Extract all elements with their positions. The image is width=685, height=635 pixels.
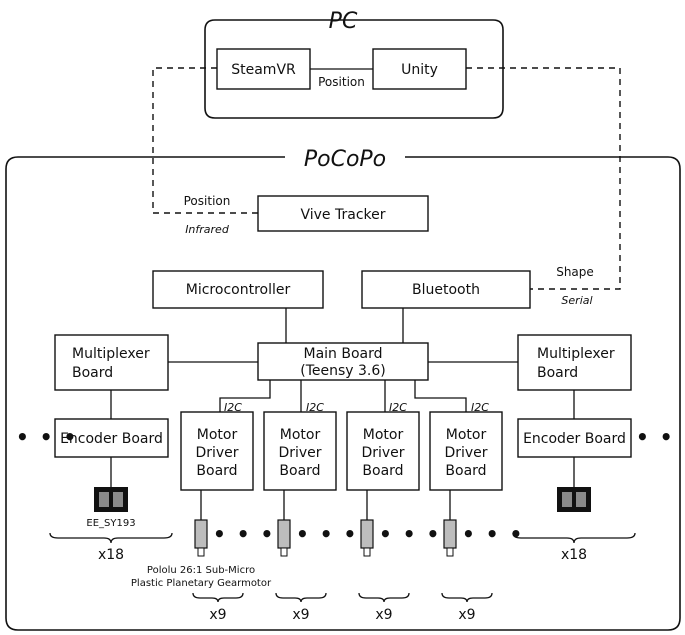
multiplexer-right-line2: Board (537, 365, 578, 381)
motor-driver-4-line3: Board (445, 463, 486, 479)
motor-driver-2-line2: Driver (278, 445, 321, 461)
unity-label: Unity (401, 62, 438, 78)
encoder-right-ellipsis: • • • (636, 425, 685, 449)
gearmotor-icon (194, 519, 208, 557)
motor-driver-2-line3: Board (279, 463, 320, 479)
multiplexer-left-line2: Board (72, 365, 113, 381)
bluetooth-serial-label: Serial (561, 294, 592, 307)
motor-driver-board-1: Motor Driver Board (180, 411, 254, 491)
motor-caption-line2: Plastic Planetary Gearmotor (131, 578, 272, 589)
encoder-right-label: Encoder Board (523, 431, 626, 447)
motor-driver-board-4: Motor Driver Board (429, 411, 503, 491)
i2c-link-4 (414, 380, 467, 412)
multiplexer-right-line1: Multiplexer (537, 346, 615, 362)
microcontroller-label: Microcontroller (186, 282, 291, 298)
optical-sensor-left-icon (94, 487, 128, 512)
gearmotor-icon (443, 519, 457, 557)
motor-driver-2-line1: Motor (280, 427, 321, 443)
motor-driver-1-line3: Board (196, 463, 237, 479)
motor-driver-4-line1: Motor (446, 427, 487, 443)
encoder-right-count: x18 (561, 547, 587, 563)
i2c-label-2: I2C (306, 401, 324, 414)
microcontroller-box (152, 270, 324, 309)
motor-3-ellipsis: • • • (379, 522, 441, 546)
bluetooth-shape-label: Shape (556, 265, 594, 279)
gearmotor-icon (360, 519, 374, 557)
i2c-label-4: I2C (471, 401, 489, 414)
i2c-label-1: I2C (224, 401, 242, 414)
encoder-left-box (54, 418, 169, 458)
motor-driver-3-line3: Board (362, 463, 403, 479)
motor-group-3: • • • (360, 490, 441, 557)
tracker-position-label: Position (184, 194, 231, 208)
motor-brace-1 (192, 592, 244, 603)
optical-sensor-label: EE_SY193 (86, 518, 135, 529)
motor-group-1: • • • (194, 490, 275, 557)
vive-tracker-label: Vive Tracker (300, 207, 385, 223)
main-board-line2: (Teensy 3.6) (300, 363, 386, 379)
unity-box (372, 48, 467, 90)
multiplexer-right-box (517, 334, 632, 391)
encoder-left-ellipsis: • • • (16, 425, 78, 449)
pocopo-title: PoCoPo (304, 147, 386, 172)
multiplexer-left-line1: Multiplexer (72, 346, 150, 362)
motor-brace-2 (275, 592, 327, 603)
i2c-link-1 (219, 380, 271, 412)
encoder-left-brace (49, 532, 173, 544)
motor-count-1: x9 (209, 607, 226, 623)
main-board-box (257, 342, 429, 381)
pc-group: PC SteamVR Unity Position (204, 9, 504, 119)
encoder-left-count: x18 (98, 547, 124, 563)
motor-driver-1-line2: Driver (195, 445, 238, 461)
motor-driver-board-2: Motor Driver Board (263, 411, 337, 491)
motor-driver-1-line1: Motor (197, 427, 238, 443)
pocopo-frame (5, 156, 681, 631)
motor-driver-3-line1: Motor (363, 427, 404, 443)
encoder-right-box (517, 418, 632, 458)
motor-brace-3 (358, 592, 410, 603)
unity-bluetooth-link (466, 67, 621, 290)
motor-count-3: x9 (375, 607, 392, 623)
motor-group-4: • • • (443, 490, 524, 557)
motor-1-ellipsis: • • • (213, 522, 275, 546)
gearmotor-icon (277, 519, 291, 557)
motor-count-2: x9 (292, 607, 309, 623)
steamvr-label: SteamVR (231, 62, 296, 78)
motor-group-2: • • • (277, 490, 358, 557)
main-board-line1: Main Board (303, 346, 382, 362)
steamvr-unity-link-label: Position (318, 75, 365, 89)
bluetooth-label: Bluetooth (412, 282, 480, 298)
motor-4-ellipsis: • • • (462, 522, 524, 546)
i2c-label-3: I2C (389, 401, 407, 414)
bluetooth-box (361, 270, 531, 309)
steamvr-tracker-link (152, 67, 258, 214)
optical-sensor-right-icon (557, 487, 591, 512)
motor-2-ellipsis: • • • (296, 522, 358, 546)
motor-driver-3-line2: Driver (361, 445, 404, 461)
encoder-right-brace (512, 532, 636, 544)
multiplexer-left-box (54, 334, 169, 391)
tracker-infrared-label: Infrared (185, 223, 230, 236)
vive-tracker-box (257, 195, 429, 232)
encoder-left-label: Encoder Board (60, 431, 163, 447)
motor-caption-line1: Pololu 26:1 Sub-Micro (147, 565, 255, 576)
motor-driver-4-line2: Driver (444, 445, 487, 461)
motor-count-4: x9 (458, 607, 475, 623)
motor-driver-board-3: Motor Driver Board (346, 411, 420, 491)
motor-brace-4 (441, 592, 493, 603)
pc-title: PC (329, 9, 358, 34)
pocopo-group: PoCoPo (5, 147, 681, 631)
pc-frame (204, 19, 504, 119)
